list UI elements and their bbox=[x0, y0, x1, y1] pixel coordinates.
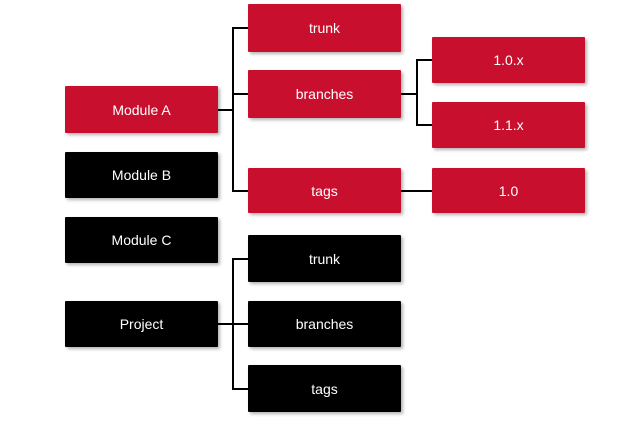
connector-module-a-branches-a bbox=[232, 93, 248, 95]
node-label: branches bbox=[295, 86, 354, 102]
node-module-b: Module B bbox=[65, 152, 218, 198]
connector-module-a-trunk-a bbox=[232, 27, 248, 29]
connector-stem-project bbox=[218, 323, 234, 325]
connector-module-a-tags-a bbox=[232, 190, 248, 192]
node-label: 1.1.x bbox=[493, 117, 524, 133]
node-label: Project bbox=[119, 316, 164, 332]
node-trunk-p: trunk bbox=[248, 235, 401, 282]
node-v-1-0-x: 1.0.x bbox=[432, 37, 585, 83]
node-trunk-a: trunk bbox=[248, 4, 401, 52]
connector-project-trunk-p bbox=[232, 258, 248, 260]
connector-stem-module-a bbox=[218, 109, 234, 111]
node-label: 1.0.x bbox=[493, 52, 524, 68]
node-branches-p: branches bbox=[248, 301, 401, 347]
node-label: tags bbox=[311, 182, 338, 199]
connector-stem-branches-a bbox=[401, 93, 418, 95]
connector-branches-a-v-1-0-x bbox=[416, 59, 432, 61]
connector-rail-module-a bbox=[232, 27, 234, 192]
node-tags-p: tags bbox=[248, 365, 401, 412]
node-project: Project bbox=[65, 301, 218, 347]
node-label: branches bbox=[295, 316, 354, 332]
connector-rail-branches-a bbox=[416, 59, 418, 126]
node-tags-a: tags bbox=[248, 168, 401, 213]
node-label: trunk bbox=[308, 20, 341, 36]
connector-tags-a-v-1-0 bbox=[401, 190, 432, 192]
node-branches-a: branches bbox=[248, 70, 401, 118]
node-label: 1.0 bbox=[498, 182, 519, 199]
node-label: trunk bbox=[308, 250, 341, 267]
node-module-a: Module A bbox=[65, 86, 218, 133]
connector-project-branches-p bbox=[232, 323, 248, 325]
node-module-c: Module C bbox=[65, 217, 218, 263]
connector-project-tags-p bbox=[232, 388, 248, 390]
connector-branches-a-v-1-1-x bbox=[416, 124, 432, 126]
node-v-1-0: 1.0 bbox=[432, 168, 585, 213]
node-label: tags bbox=[311, 380, 338, 397]
node-label: Module A bbox=[112, 101, 171, 118]
node-label: Module C bbox=[111, 232, 172, 248]
node-label: Module B bbox=[111, 167, 172, 183]
node-v-1-1-x: 1.1.x bbox=[432, 102, 585, 148]
